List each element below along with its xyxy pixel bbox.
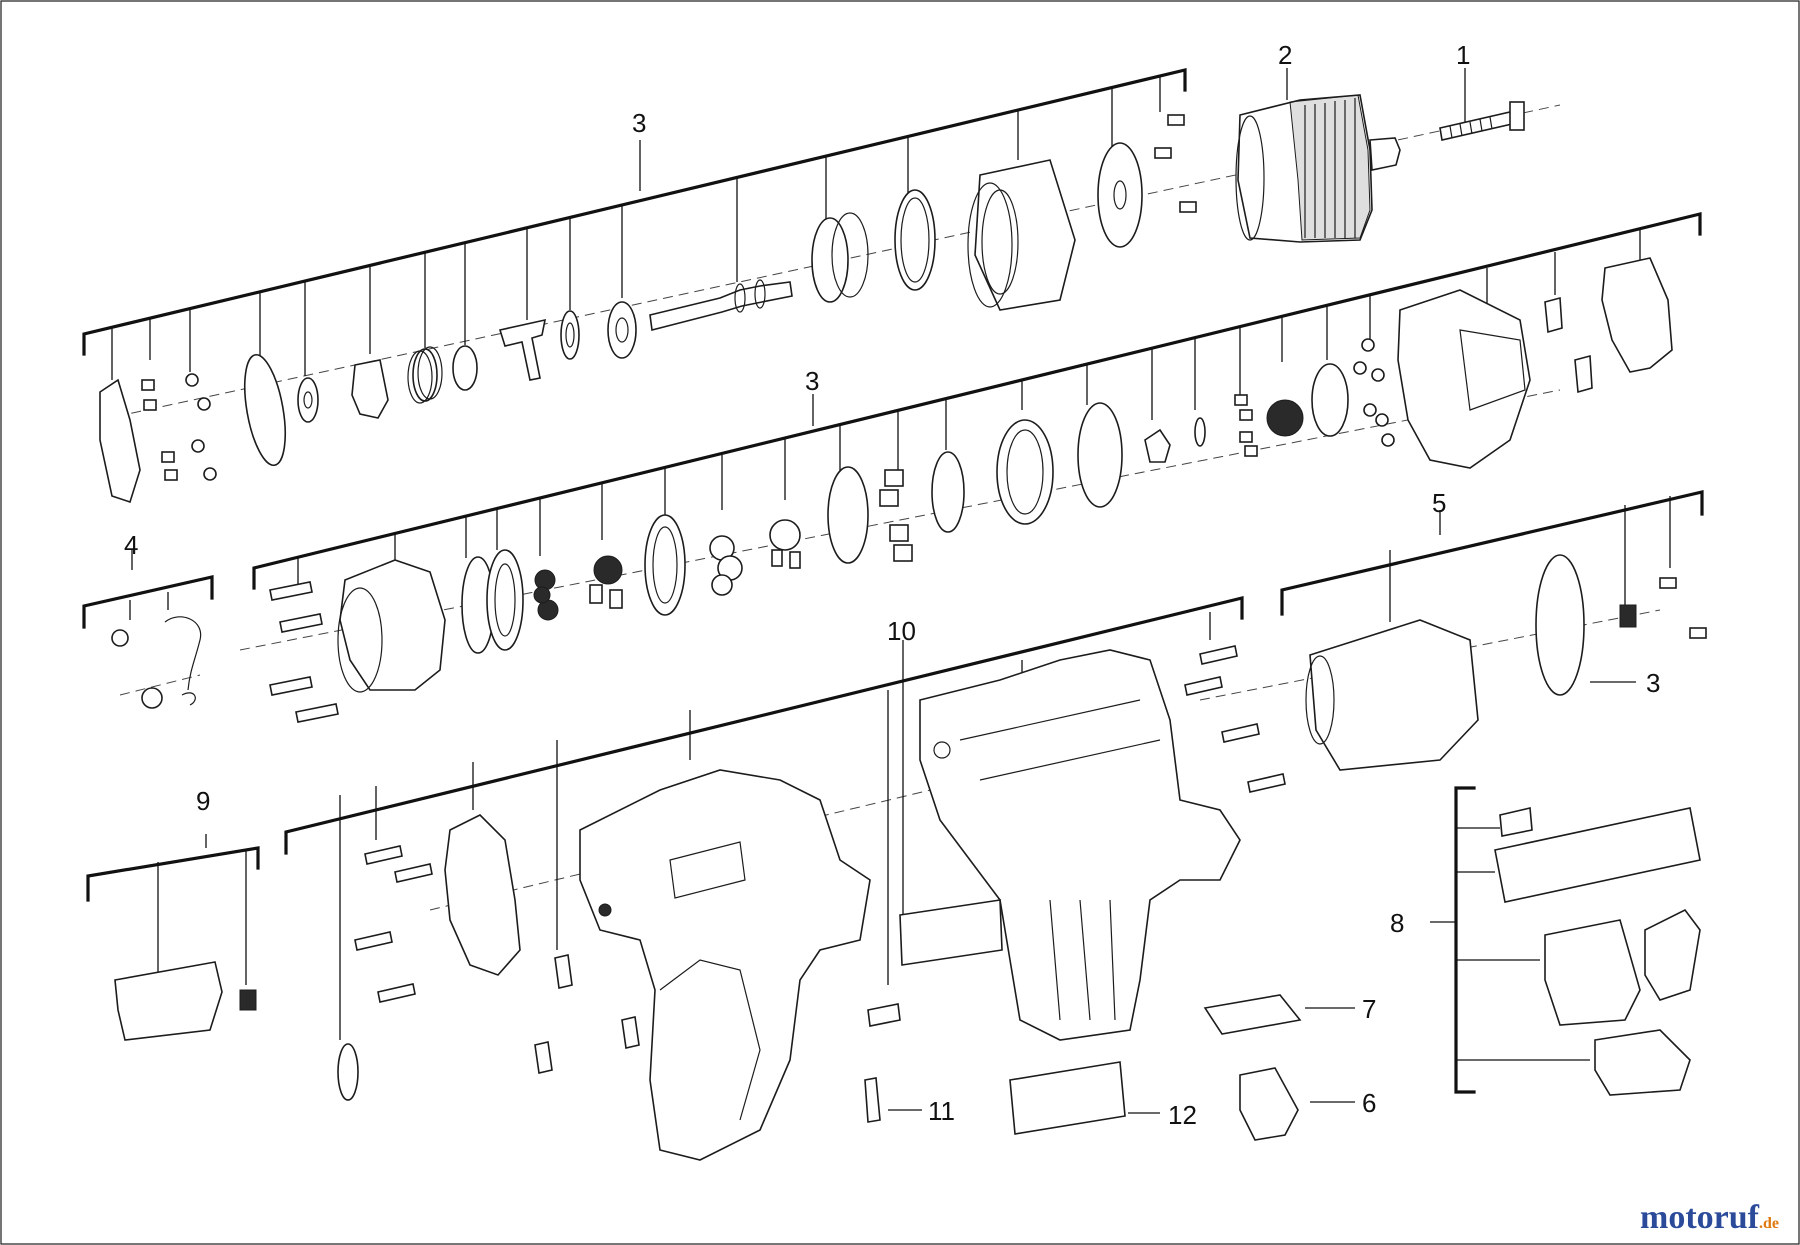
clip-parts [111, 616, 202, 709]
lock-plate [498, 318, 547, 381]
callout-6: 6 [1362, 1088, 1376, 1118]
steel-ball [185, 373, 199, 387]
planet-gears-a [533, 569, 559, 621]
switch-module [1544, 919, 1641, 1026]
bearing-middle [1311, 363, 1349, 437]
keyless-chuck [1235, 94, 1401, 243]
pinion [1619, 604, 1637, 628]
callout-5: 5 [1432, 488, 1446, 518]
chuck-knurl [1289, 94, 1371, 241]
torque-collar [974, 159, 1076, 311]
callout-9: 9 [196, 786, 210, 816]
bracket-4 [82, 574, 214, 629]
gearbox-housing [339, 559, 446, 691]
motor-end-plate [1535, 554, 1585, 696]
led-lens [337, 1043, 359, 1101]
assembly-brackets [82, 67, 1704, 1094]
watermark-suffix: .de [1759, 1215, 1779, 1232]
planet-carrier-a [589, 555, 623, 609]
svg-text:motoruf.de: motoruf.de [1640, 1199, 1779, 1236]
front-gear-case [1397, 289, 1531, 469]
clutch-spring [407, 346, 443, 404]
sensor-board [1499, 807, 1533, 837]
gear-housing-end-cap [99, 378, 141, 504]
sun-gear-carrier [769, 519, 801, 569]
retaining-ring [811, 217, 849, 303]
callout-12: 12 [1168, 1100, 1197, 1130]
clip-b [1574, 354, 1593, 394]
leader-lines [111, 68, 1671, 1114]
callout-3-motor: 3 [1646, 668, 1660, 698]
electronics-assembly [1494, 807, 1701, 1096]
watermark-logo: motoruf.de [1640, 1199, 1779, 1236]
spindle [649, 281, 793, 331]
assembly-axes [99, 104, 1661, 911]
clip-a [1544, 296, 1563, 334]
clutch-ring [351, 359, 389, 419]
ring-gear-a [486, 549, 524, 651]
control-pcb [1494, 807, 1701, 903]
motor [1305, 554, 1707, 771]
bracket-10 [284, 595, 1244, 855]
rating-label [899, 899, 1003, 966]
bracket-5 [1280, 489, 1704, 616]
callout-3-top: 3 [632, 108, 646, 138]
planet-gears-c [879, 469, 913, 562]
callout-numbers: 1 2 3 3 3 4 5 6 7 8 9 10 11 12 [124, 40, 1660, 1130]
pins-middle [1234, 394, 1258, 457]
ring-gear-c [996, 419, 1054, 525]
watermark-brand: motoruf [1640, 1199, 1760, 1236]
washer [560, 310, 580, 360]
carrier-plate [931, 451, 965, 533]
planet-gears-b [709, 535, 743, 596]
callout-8: 8 [1390, 908, 1404, 938]
side-bracket [1601, 257, 1673, 373]
ring-gear [452, 345, 478, 391]
callout-4: 4 [124, 530, 138, 560]
cover-plate [1097, 142, 1143, 248]
ring-gear-b [644, 514, 686, 616]
led-label [867, 1003, 901, 1027]
parts-middle-gearbox [337, 257, 1673, 693]
callout-10: 10 [887, 616, 916, 646]
switch-lock [1239, 1067, 1299, 1141]
screws-chuck [1154, 114, 1197, 213]
bearing [607, 301, 637, 359]
parts-top-gearbox [99, 114, 1197, 504]
callout-3-middle: 3 [805, 366, 819, 396]
bracket-3-top [82, 67, 1187, 356]
small-washer [1194, 417, 1206, 447]
front-cap [444, 814, 521, 976]
screws-gearbox [269, 581, 339, 723]
housing-right-half [919, 649, 1241, 1041]
callout-7: 7 [1362, 994, 1376, 1024]
belt-clip [114, 961, 257, 1041]
battery-latch [1203, 994, 1302, 1035]
pin [141, 379, 155, 391]
power-contact-block [1594, 1029, 1691, 1096]
callout-1: 1 [1456, 40, 1470, 70]
callout-11: 11 [928, 1096, 955, 1126]
chuck-screw [1439, 101, 1525, 141]
housing-left-half [579, 769, 871, 1161]
housing-screws [354, 645, 1286, 1074]
circlip [1144, 428, 1171, 463]
adjusting-ring [894, 189, 936, 291]
bracket-9 [86, 846, 260, 902]
warning-label [1009, 1061, 1126, 1135]
callout-2: 2 [1278, 40, 1292, 70]
trigger [1644, 908, 1701, 1001]
thin-plate [243, 353, 287, 467]
bracket-8 [1454, 786, 1476, 1094]
balls-middle [1353, 338, 1395, 447]
flange-plate [1077, 402, 1123, 508]
spur-gear [1266, 399, 1304, 437]
bracket-3-middle [252, 211, 1702, 590]
o-ring [827, 466, 869, 564]
small-contact [864, 1077, 881, 1123]
